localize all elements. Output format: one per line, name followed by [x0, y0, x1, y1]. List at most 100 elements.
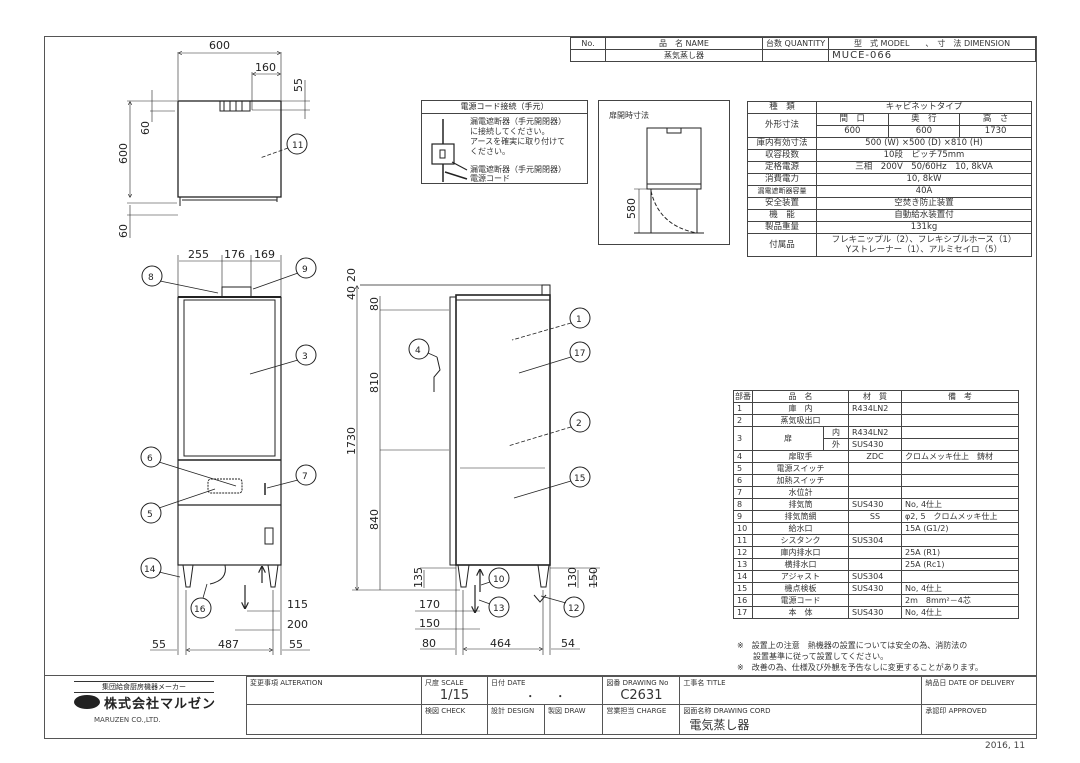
dim-115: 115 [287, 598, 308, 611]
header-col-model: 型 式 MODEL 、 寸 法 DIMENSION [828, 37, 1036, 50]
dim-150: 150 [419, 617, 440, 630]
side-view [352, 284, 600, 655]
maker-caption: 集団給食厨房機器メーカー [74, 681, 214, 693]
drawing-no-label: 図番 DRAWING No [606, 679, 669, 687]
dim-top-width: 600 [209, 39, 230, 52]
spec-label: 定格電源 [747, 161, 817, 174]
dim-200: 200 [287, 618, 308, 631]
spec-depth: 600 [887, 125, 961, 138]
dim-54: 54 [561, 637, 575, 650]
drawing-no: C2631 [620, 688, 663, 703]
spec-label: 安全装置 [747, 197, 817, 210]
power-cord-box: 電源コード接続（手元） 漏電遮断器（手元開閉器） に接続してください。 アースを… [421, 100, 588, 184]
dim-169: 169 [254, 248, 275, 261]
spec-label: 機 能 [747, 209, 817, 222]
cord-label: 電源コード [470, 174, 510, 183]
alteration-label: 変更事項 ALTERATION [250, 679, 323, 687]
spec-value: 40A [816, 185, 1032, 198]
spec-label: 種 類 [747, 101, 817, 114]
header-table: No. 品 名 NAME 台数 QUANTITY 型 式 MODEL 、 寸 法… [570, 37, 1036, 62]
dim-60-bottom: 60 [117, 224, 130, 238]
callout-3: 3 [302, 352, 308, 362]
dim-840: 840 [368, 509, 381, 530]
spec-subheader: 奥 行 [887, 113, 961, 126]
spec-label: 収容段数 [747, 149, 817, 162]
dim-1730: 1730 [345, 427, 358, 455]
dim-176: 176 [224, 248, 245, 261]
approved-label: 承認印 APPROVED [925, 707, 987, 715]
dim-20: 20 [345, 268, 358, 282]
spec-label: 消費電力 [747, 173, 817, 186]
dim-160: 160 [255, 61, 276, 74]
company-logo [74, 695, 100, 709]
dim-55: 55 [292, 78, 305, 92]
date-label: 日付 DATE [491, 679, 526, 687]
callout-8: 8 [148, 273, 154, 283]
dim-487: 487 [218, 638, 239, 651]
dim-55-right: 55 [289, 638, 303, 651]
spec-value: 自動給水装置付 [816, 209, 1032, 222]
breaker-label: 漏電遮断器（手元開閉器） [470, 165, 566, 174]
callout-2: 2 [576, 419, 582, 429]
callout-11: 11 [292, 141, 303, 151]
spec-subheader: 高 さ [959, 113, 1032, 126]
spec-subheader: 間 口 [816, 113, 889, 126]
drawing-title: 電気蒸し器 [689, 718, 750, 732]
power-cord-line3: アースを確実に取り付けて [470, 137, 566, 146]
parts-header: 品 名 [752, 390, 849, 403]
header-row-qty [761, 49, 830, 62]
dim-80-bottom: 80 [422, 637, 436, 650]
accessories-line2: Yストレーナー（1）、アルミセイロ（5） [845, 245, 1003, 255]
dim-150-right: 150 [587, 567, 600, 588]
callout-1: 1 [576, 315, 582, 325]
dim-60-top: 60 [139, 121, 152, 135]
spec-label: 漏電遮断器容量 [747, 185, 817, 198]
accessories-line1: フレキニップル（2）、フレキシブルホース（1） [831, 235, 1017, 245]
callout-5: 5 [147, 510, 153, 520]
drawn-label: 製図 DRAW [548, 707, 586, 715]
power-cord-line2: に接続してください。 [470, 127, 550, 136]
callout-15: 15 [574, 474, 585, 484]
callout-10: 10 [493, 575, 505, 585]
scale-label: 尺度 SCALE [425, 679, 464, 687]
top-view [127, 52, 310, 238]
title-label: 工事名 TITLE [683, 679, 726, 687]
spec-table: 種 類 キャビネットタイプ 外形寸法 間 口 奥 行 高 さ 600 600 1… [747, 101, 1032, 257]
callout-14: 14 [144, 565, 156, 575]
title-block: 集団給食厨房機器メーカー 株式会社マルゼン MARUZEN CO.,LTD. 変… [44, 675, 1037, 735]
door-open-dim: 580 [625, 198, 638, 219]
dim-40: 40 [345, 286, 358, 300]
issue-date: 2016, 11 [985, 741, 1026, 751]
drawing-sheet [44, 36, 1037, 739]
dim-130: 130 [566, 567, 579, 588]
spec-value: 10, 8kW [816, 173, 1032, 186]
power-cord-line4: ください。 [470, 147, 510, 156]
power-cord-title: 電源コード接続（手元） [422, 101, 587, 114]
callout-9: 9 [302, 265, 308, 275]
spec-value: 空焚き防止装置 [816, 197, 1032, 210]
parts-header: 備 考 [901, 390, 1019, 403]
charge-label: 営業担当 CHARGE [606, 707, 667, 715]
design-label: 設計 DESIGN [491, 707, 535, 715]
callout-4: 4 [415, 346, 421, 356]
callout-12: 12 [568, 604, 579, 614]
drawing-cord-label: 図面名称 DRAWING CORD [683, 707, 771, 715]
dim-55-left: 55 [152, 638, 166, 651]
install-note: ※ 設置上の注意 熱機器の設置については安全の為、消防法の [737, 641, 968, 650]
delivery-label: 納品日 DATE OF DELIVERY [925, 679, 1015, 687]
dim-464: 464 [490, 637, 511, 650]
front-view [140, 255, 317, 655]
